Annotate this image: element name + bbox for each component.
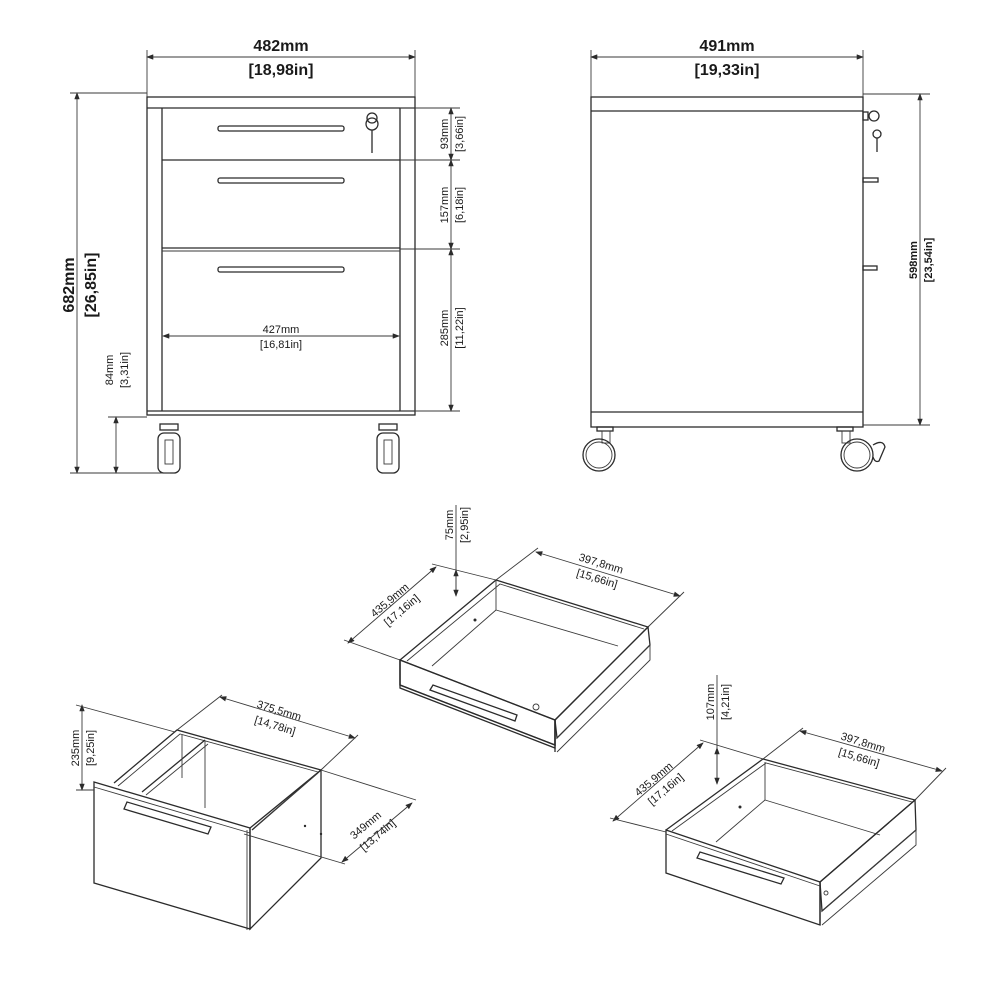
drawer-handle-icon xyxy=(217,177,345,184)
side-height-in: [23,54in] xyxy=(923,237,935,282)
side-height-mm: 598mm xyxy=(908,241,920,279)
lock-key-icon xyxy=(862,110,882,152)
drawer-handle-icon xyxy=(696,851,785,885)
inner-width-mm: 427mm xyxy=(263,324,300,336)
inner-width-in: [16,81in] xyxy=(260,339,302,351)
front-width-mm: 482mm xyxy=(253,38,308,55)
drawer-small-height-in: [2,95in] xyxy=(459,507,471,543)
drawer-handle-icon xyxy=(217,266,345,273)
caster-icon xyxy=(376,423,400,474)
drawer-medium-iso: 107mm [4,21in] 397,8mm [15,66in] 435,9mm… xyxy=(609,675,947,926)
drawer-small-height-mm: 75mm xyxy=(444,510,456,541)
lock-key-icon xyxy=(365,112,379,153)
drawer-handle-icon xyxy=(429,684,518,722)
front-height-in: [26,85in] xyxy=(83,253,100,318)
side-depth-mm: 491mm xyxy=(699,38,754,55)
caster-icon xyxy=(582,426,616,472)
drawer-file-height-mm: 235mm xyxy=(70,730,82,767)
handle-side-icon xyxy=(862,265,878,271)
front-view: 482mm [18,98in] 682mm [26,85in] 84mm [3,… xyxy=(61,38,466,474)
drawer-handle-icon xyxy=(123,801,212,835)
side-view: 491mm [19,33in] 598mm [23,54in] xyxy=(582,38,935,472)
side-carcass-outline xyxy=(590,96,864,428)
drawer-medium-height-in: [4,21in] xyxy=(720,684,732,720)
handle-side-icon xyxy=(862,177,879,183)
front-width-in: [18,98in] xyxy=(249,62,314,79)
caster-icon xyxy=(836,426,886,472)
front-height-mm: 682mm xyxy=(61,257,78,312)
plinth-height-in: [3,31in] xyxy=(119,352,131,388)
drawer-small-iso: 75mm [2,95in] 397,8mm [15,66in] 435,9mm … xyxy=(343,505,685,753)
drawer-file-iso: 235mm [9,25in] 375,5mm [14,78in] 349mm [… xyxy=(70,694,417,931)
drawer-1-height-in: [3,66in] xyxy=(454,116,466,152)
drawer-3-height-in: [11,22in] xyxy=(454,307,466,348)
drawer-1-height-mm: 93mm xyxy=(439,119,451,150)
drawer-2-height-in: [6,18in] xyxy=(454,187,466,223)
drawer-handle-icon xyxy=(217,125,345,132)
side-depth-in: [19,33in] xyxy=(695,62,760,79)
front-carcass-outline xyxy=(146,96,416,416)
drawer-medium-height-mm: 107mm xyxy=(705,684,717,721)
caster-icon xyxy=(157,423,181,474)
plinth-height-mm: 84mm xyxy=(104,355,116,386)
drawer-2-height-mm: 157mm xyxy=(439,187,451,224)
drawer-3-height-mm: 285mm xyxy=(439,310,451,347)
drawer-file-height-in: [9,25in] xyxy=(85,730,97,766)
